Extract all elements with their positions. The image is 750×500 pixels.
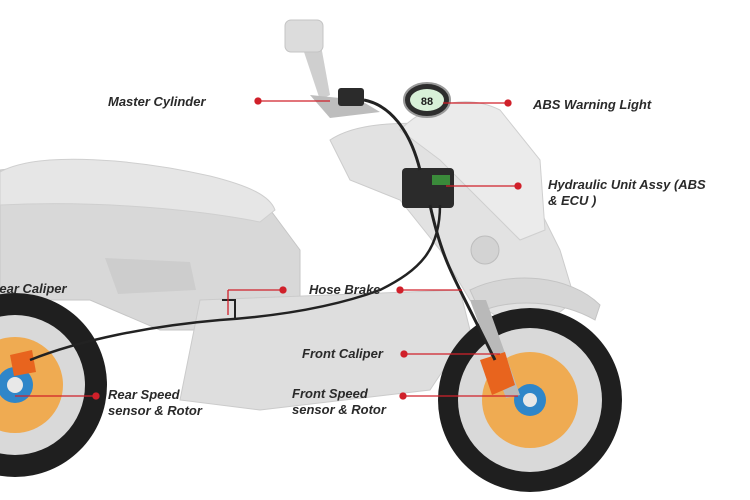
label-front-caliper: Front Caliper [302,346,383,361]
rear-wheel [0,293,107,477]
side-vent [105,258,196,294]
label-front-speed-line2: sensor & Rotor [292,402,386,417]
leader-lines [15,97,522,400]
label-hydraulic-unit: Hydraulic Unit Assy (ABS & ECU ) [548,177,706,209]
hose-rear [29,204,442,362]
label-rear-speed-line2: sensor & Rotor [108,403,202,418]
speed-readout: 88 [421,96,433,108]
mirror-stalk [300,40,330,100]
label-hydraulic-unit-line2: & ECU ) [548,193,597,208]
front-fender [469,277,601,321]
label-rear-caliper: Rear Caliper [0,281,67,296]
seat [0,158,276,223]
label-hose-brake: Hose Brake [309,282,381,297]
label-rear-speed-sensor: Rear Speed sensor & Rotor [108,387,202,419]
label-front-speed-line1: Front Speed [292,386,368,401]
hydraulic-unit-part [402,168,454,208]
master-cylinder-part [338,88,364,106]
rear-hose-bracket [222,299,236,320]
rear-caliper-part [10,350,36,376]
front-caliper-part [480,352,515,395]
mirror [284,19,324,53]
dashboard-gauge: 88 [403,82,451,118]
label-rear-speed-line1: Rear Speed [108,387,180,402]
label-abs-warning-light: ABS Warning Light [533,97,652,112]
headlight [470,235,500,265]
label-master-cylinder: Master Cylinder [108,94,206,109]
label-hydraulic-unit-line1: Hydraulic Unit Assy (ABS [548,177,706,192]
front-wheel [438,308,622,492]
label-front-speed-sensor: Front Speed sensor & Rotor [292,386,386,418]
